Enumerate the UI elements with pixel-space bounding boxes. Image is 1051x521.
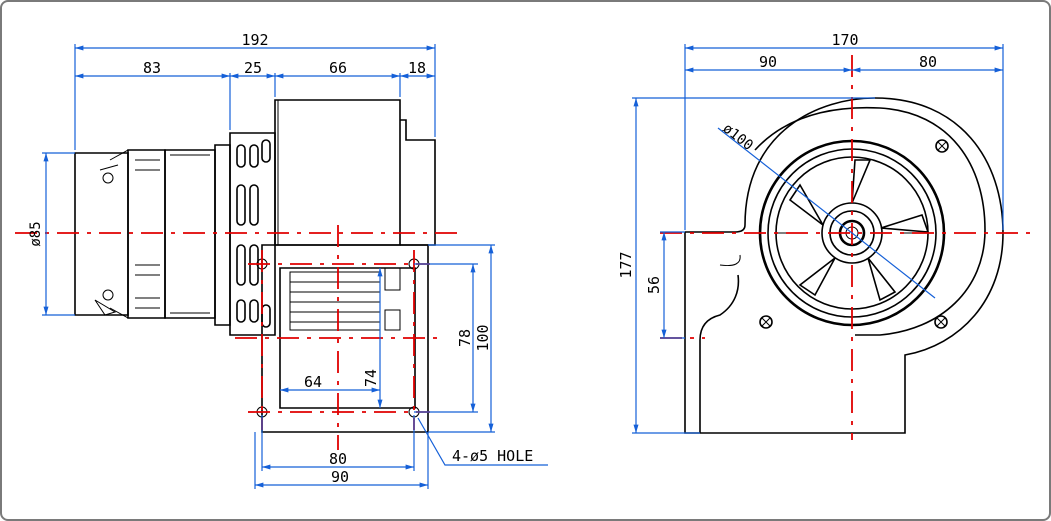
front-view: 170 90 80 ø100 177 56 <box>617 31 1030 440</box>
dim-rear-offset: 18 <box>408 59 426 77</box>
dim-housing-width: 66 <box>329 59 347 77</box>
dim-hole-spacing-h: 80 <box>329 450 347 468</box>
dim-left-offset: 90 <box>759 53 777 71</box>
dim-outlet-height: 74 <box>362 369 380 387</box>
dim-right-offset: 80 <box>919 53 937 71</box>
dim-impeller-diameter: ø100 <box>720 121 756 154</box>
dim-motor-length: 83 <box>143 59 161 77</box>
blower-housing <box>274 99 436 246</box>
impeller-diameter-line <box>717 127 936 299</box>
motor-diameter-dimension <box>42 152 75 316</box>
dim-overall-height: 177 <box>617 251 635 278</box>
dim-overall-length: 192 <box>241 31 268 49</box>
dim-motor-diameter: ø85 <box>28 221 44 246</box>
hole-note-leader <box>417 417 548 466</box>
front-top-dimensions <box>684 44 1004 230</box>
dim-flange-width: 25 <box>244 59 262 77</box>
motor-body <box>74 144 231 326</box>
front-centre-lines <box>660 55 1030 440</box>
front-vertical-dimensions <box>632 97 875 434</box>
plate-vertical-dimensions <box>377 244 495 433</box>
side-centre-lines <box>15 225 460 450</box>
motor-flange <box>229 132 276 336</box>
dim-front-outlet-height: 56 <box>645 276 663 294</box>
dim-hole-spacing-v: 78 <box>456 329 474 347</box>
plate-horizontal-dimensions <box>254 387 429 489</box>
dim-plate-height: 100 <box>474 324 492 351</box>
dim-outlet-width: 64 <box>304 373 322 391</box>
side-top-dimensions <box>74 44 436 150</box>
hole-note: 4-ø5 HOLE <box>452 447 533 465</box>
volute-casing <box>684 97 1004 434</box>
side-view: 192 83 25 66 18 ø85 78 100 74 64 80 90 <box>15 31 548 489</box>
front-screws <box>759 139 949 329</box>
dim-overall-width: 170 <box>831 31 858 49</box>
dim-plate-width: 90 <box>331 468 349 486</box>
